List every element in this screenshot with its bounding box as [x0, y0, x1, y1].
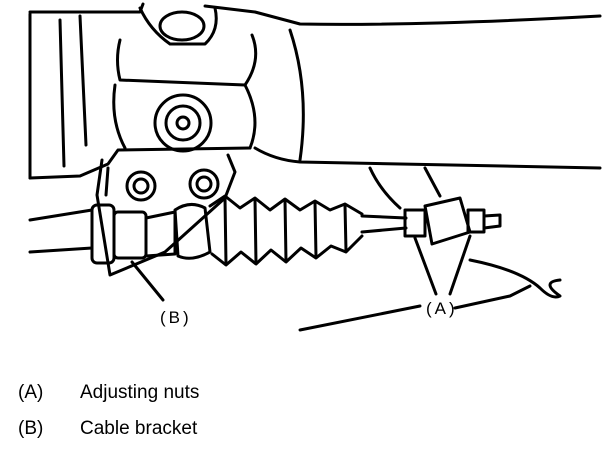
yoke-bore — [158, 10, 206, 42]
adjuster-clevis — [423, 196, 472, 246]
diagram-figure: (B) (A) — [28, 2, 602, 332]
housing-bottom-edge — [28, 146, 252, 180]
cable-bracket-plate — [95, 153, 237, 277]
legend-key: (A) — [18, 382, 44, 403]
cable-left-bottom — [28, 246, 94, 254]
inner-cable-bottom — [360, 226, 408, 234]
inner-cable-top — [360, 214, 408, 220]
bracket-bolt-left — [125, 170, 157, 202]
yoke-top — [138, 6, 218, 46]
bracket-bolt-right — [188, 168, 220, 200]
cable-sleeve — [144, 210, 177, 258]
legend-text: Adjusting nuts — [80, 382, 200, 403]
legend-item-cable-bracket: (B) Cable bracket — [18, 418, 197, 440]
legend-key: (B) — [18, 418, 44, 439]
callout-a-label: (A) — [426, 299, 458, 318]
leader-b — [130, 260, 165, 302]
cable-left-top — [28, 208, 94, 222]
housing-top-edge — [28, 2, 145, 14]
leader-a-left — [413, 236, 438, 296]
legend-text: Cable bracket — [80, 418, 198, 439]
cable-assembly-drawing — [28, 2, 602, 332]
shaft-bolt-outer — [153, 93, 213, 153]
legend-item-adjusting-nuts: (A) Adjusting nuts — [18, 382, 199, 404]
leader-a-right — [448, 234, 472, 296]
callout-b-label: (B) — [160, 308, 192, 327]
shaft-bolt-inner — [164, 104, 202, 142]
adjusting-nut-rear — [466, 208, 486, 234]
adjusting-nut-front — [403, 208, 427, 238]
